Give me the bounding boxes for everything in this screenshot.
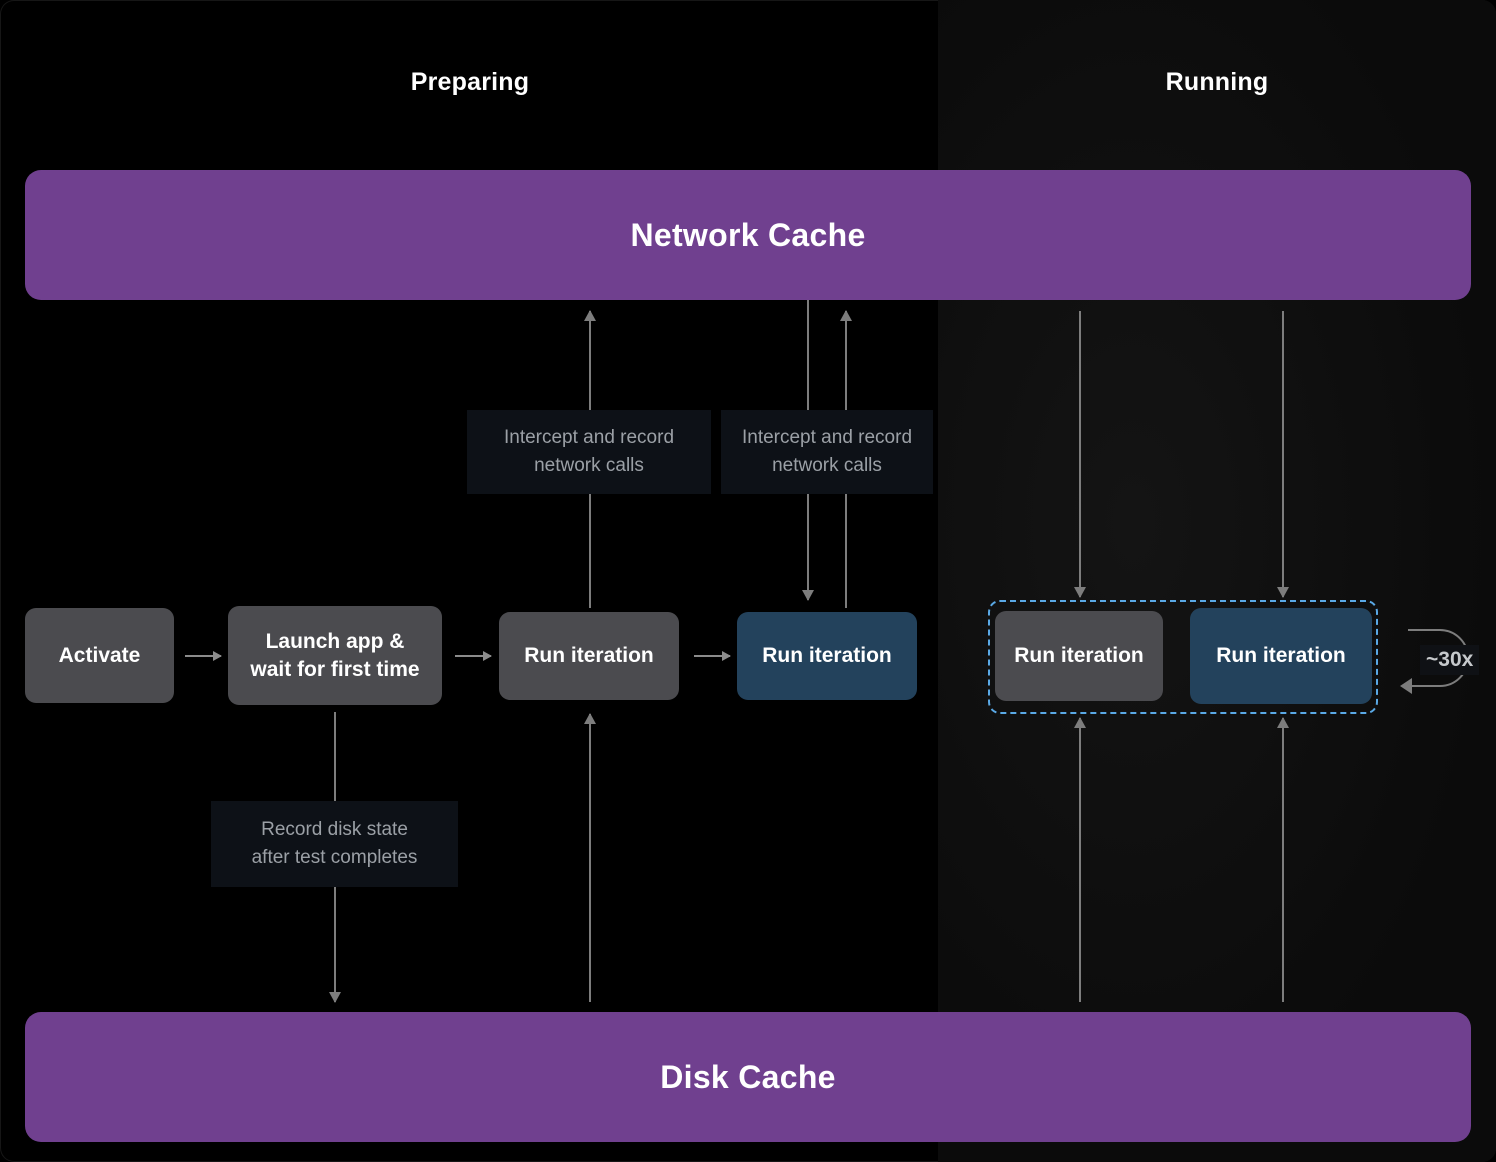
arrow-disk-cache-to-running-run1 (1073, 717, 1086, 1002)
arrow-activate-to-launch (185, 651, 222, 661)
annotation-line: Intercept and record (503, 427, 675, 449)
node-running-run-iteration-1[interactable]: Run iteration (995, 611, 1163, 701)
node-launch-app[interactable]: Launch app & wait for first time (228, 606, 442, 705)
node-prep-run-iteration-1[interactable]: Run iteration (499, 612, 679, 700)
arrowhead-up-icon (583, 310, 596, 321)
column-title-running: Running (1165, 68, 1269, 96)
arrow-launch-to-prep-run1 (455, 651, 492, 661)
arrow-disk-cache-to-prep-run1 (583, 713, 596, 1002)
annotation-intercept-network-1: Intercept and record network calls (467, 410, 711, 494)
arrowhead-down-icon (1073, 587, 1086, 598)
arrow-disk-cache-to-running-run2 (1276, 717, 1289, 1002)
arrow-network-cache-to-running-run2 (1276, 311, 1289, 598)
arrow-prep-run1-to-prep-run2 (694, 651, 731, 661)
disk-cache-bar: Disk Cache (25, 1012, 1471, 1142)
annotation-line: Record disk state (261, 819, 408, 841)
annotation-line: Intercept and record (741, 427, 913, 449)
arrowhead-up-icon (583, 713, 596, 724)
node-running-run-iteration-2[interactable]: Run iteration (1190, 608, 1372, 704)
node-label-line: Launch app & (265, 630, 405, 654)
repeat-loop: ~30x (1398, 612, 1496, 704)
annotation-intercept-network-2: Intercept and record network calls (721, 410, 933, 494)
column-title-preparing: Preparing (410, 68, 530, 96)
arrowhead-up-icon (1073, 717, 1086, 728)
arrowhead-down-icon (801, 590, 814, 601)
node-activate[interactable]: Activate (25, 608, 174, 703)
node-label-line: wait for first time (250, 657, 420, 681)
arrowhead-down-icon (328, 992, 341, 1003)
annotation-record-disk-state: Record disk state after test completes (211, 801, 458, 887)
arrow-network-cache-to-running-run1 (1073, 311, 1086, 598)
network-cache-bar: Network Cache (25, 170, 1471, 300)
loop-count-label: ~30x (1420, 645, 1480, 675)
annotation-line: after test completes (251, 847, 418, 868)
annotation-line: network calls (772, 455, 882, 476)
annotation-line: network calls (534, 455, 644, 476)
arrowhead-up-icon (1276, 717, 1289, 728)
arrowhead-up-icon (839, 310, 852, 321)
node-prep-run-iteration-2[interactable]: Run iteration (737, 612, 917, 700)
arrowhead-down-icon (1276, 587, 1289, 598)
